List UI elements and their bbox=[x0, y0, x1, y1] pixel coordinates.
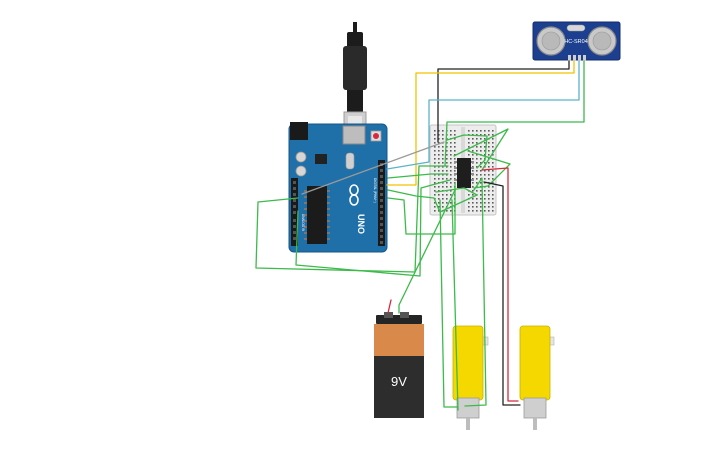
motor-driver-ic[interactable] bbox=[457, 158, 471, 188]
wire-black[interactable] bbox=[483, 181, 521, 406]
arduino-logo-icon bbox=[349, 184, 359, 206]
wire-gray[interactable] bbox=[301, 141, 445, 195]
wire-green[interactable] bbox=[255, 165, 449, 273]
dc-motor-left[interactable] bbox=[452, 325, 489, 430]
atmega-chip bbox=[307, 186, 327, 244]
digital-header[interactable] bbox=[378, 160, 385, 246]
crystal-oscillator bbox=[345, 152, 355, 170]
wire-green[interactable] bbox=[439, 199, 458, 408]
sensor-pins[interactable] bbox=[568, 55, 586, 61]
analog-pins-label: ANALOG IN bbox=[301, 214, 305, 232]
wire-green[interactable] bbox=[467, 150, 511, 189]
dc-motor-right[interactable] bbox=[519, 325, 555, 430]
power-jack bbox=[290, 122, 308, 140]
wire-red[interactable] bbox=[387, 299, 392, 314]
wire-green[interactable] bbox=[444, 60, 585, 167]
wire-green[interactable] bbox=[435, 187, 478, 213]
wire-green[interactable] bbox=[446, 134, 488, 169]
wire-green[interactable] bbox=[453, 128, 509, 171]
wire-green[interactable] bbox=[387, 182, 456, 235]
digital-pins-label: DIGITAL (PWM~) bbox=[373, 178, 377, 203]
wire-green[interactable] bbox=[464, 177, 487, 407]
usb-cable[interactable] bbox=[343, 22, 367, 137]
battery-terminal bbox=[400, 312, 409, 318]
board-brand-label: UNO bbox=[356, 214, 366, 234]
hc-sr04-ultrasonic-sensor[interactable]: HC-SR04 bbox=[532, 21, 621, 61]
mini-breadboard[interactable] bbox=[429, 124, 497, 216]
battery-terminal bbox=[384, 312, 393, 318]
capacitor-icon bbox=[295, 151, 307, 163]
wire-green[interactable] bbox=[387, 189, 440, 211]
wire-green[interactable] bbox=[398, 189, 456, 314]
9v-battery[interactable]: 9V bbox=[374, 312, 424, 418]
wire-green[interactable] bbox=[295, 179, 451, 277]
wire-green[interactable] bbox=[387, 173, 449, 179]
capacitor-icon bbox=[295, 165, 307, 177]
wire-green[interactable] bbox=[451, 199, 459, 411]
wire-yellow[interactable] bbox=[386, 60, 575, 186]
arduino-uno-board[interactable]: UNO DIGITAL (PWM~) ANALOG IN bbox=[288, 122, 388, 253]
sensor-label: HC-SR04 bbox=[564, 39, 588, 45]
wire-red[interactable] bbox=[481, 167, 519, 402]
usb-port bbox=[342, 125, 366, 145]
battery-label: 9V bbox=[391, 374, 407, 389]
sensor-crystal bbox=[566, 24, 586, 32]
wire-cyan[interactable] bbox=[386, 60, 580, 170]
wire-black[interactable] bbox=[437, 60, 570, 143]
